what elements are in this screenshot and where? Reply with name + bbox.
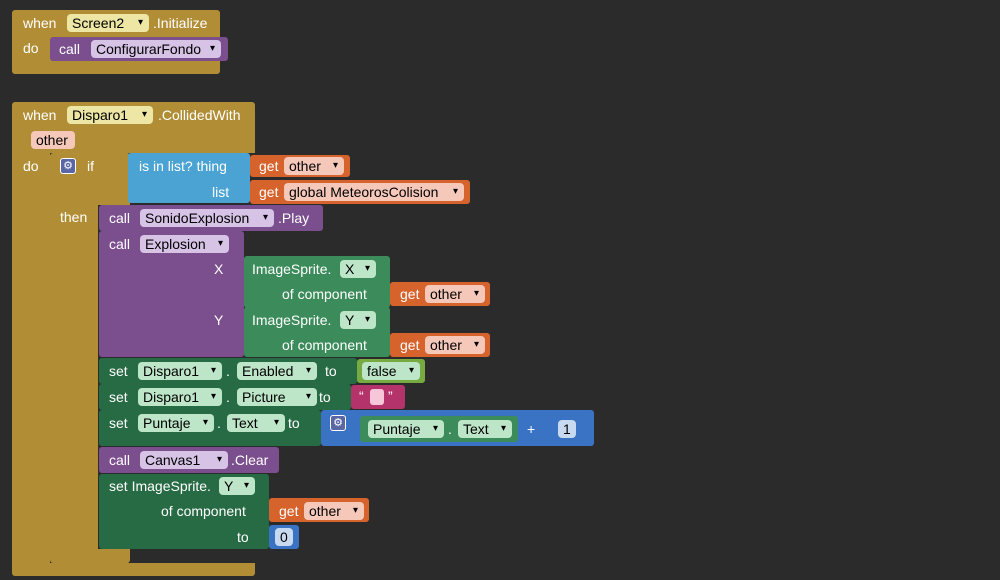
puntaje-component-dropdown[interactable]: Puntaje bbox=[138, 414, 214, 432]
then-label: then bbox=[60, 209, 88, 225]
imagesprite-label: ImageSprite. bbox=[252, 312, 332, 328]
when-label: when bbox=[23, 15, 57, 31]
get-label: get bbox=[279, 503, 299, 519]
get-label: get bbox=[259, 158, 279, 174]
dot-separator: . bbox=[226, 363, 230, 379]
false-value-dropdown[interactable]: false bbox=[362, 362, 420, 380]
disparo1-component-dropdown[interactable]: Disparo1 bbox=[138, 362, 222, 380]
plus-operator: + bbox=[527, 421, 536, 437]
enabled-property-dropdown[interactable]: Enabled bbox=[237, 362, 317, 380]
screen2-component-dropdown[interactable]: Screen2 bbox=[67, 14, 149, 32]
do-label: do bbox=[23, 40, 39, 56]
canvas1-component-dropdown[interactable]: Canvas1 bbox=[140, 451, 228, 469]
to-label: to bbox=[319, 389, 331, 405]
property-x-dropdown[interactable]: X bbox=[340, 260, 376, 278]
imagesprite-label: ImageSprite. bbox=[252, 261, 332, 277]
disparo1-component-dropdown[interactable]: Disparo1 bbox=[138, 388, 222, 406]
set-label: set bbox=[109, 415, 128, 431]
when-label: when bbox=[23, 107, 57, 123]
configurarfondo-procedure-dropdown[interactable]: ConfigurarFondo bbox=[91, 40, 221, 58]
quote-close: ” bbox=[388, 388, 393, 404]
is-in-list-block[interactable] bbox=[128, 153, 250, 203]
other-variable-dropdown[interactable]: other bbox=[425, 336, 485, 354]
property-y-dropdown[interactable]: Y bbox=[219, 477, 255, 495]
call-label: call bbox=[109, 236, 131, 252]
quote-open: “ bbox=[359, 388, 364, 404]
to-label: to bbox=[288, 415, 300, 431]
call-label: call bbox=[59, 41, 81, 57]
to-label: to bbox=[325, 363, 337, 379]
list-label: list bbox=[212, 184, 230, 200]
text-property-dropdown[interactable]: Text bbox=[227, 414, 285, 432]
number-one-field[interactable]: 1 bbox=[558, 420, 576, 438]
dot-separator: . bbox=[217, 415, 221, 431]
other-variable-dropdown[interactable]: other bbox=[304, 502, 364, 520]
get-label: get bbox=[259, 184, 279, 200]
set-label: set bbox=[109, 363, 128, 379]
picture-property-dropdown[interactable]: Picture bbox=[237, 388, 317, 406]
dot-separator: . bbox=[448, 421, 452, 437]
sonidoexplosion-component-dropdown[interactable]: SonidoExplosion bbox=[140, 209, 274, 227]
is-in-list-label: is in list? thing bbox=[139, 158, 227, 174]
call-label: call bbox=[109, 452, 131, 468]
explosion-procedure-dropdown[interactable]: Explosion bbox=[140, 235, 229, 253]
initialize-event-label: .Initialize bbox=[153, 15, 208, 31]
dot-separator: . bbox=[226, 389, 230, 405]
x-argument-label: X bbox=[214, 261, 224, 277]
do-label: do bbox=[23, 158, 39, 174]
other-parameter[interactable]: other bbox=[31, 131, 75, 149]
gear-icon[interactable]: ⚙ bbox=[60, 158, 76, 174]
gear-icon[interactable]: ⚙ bbox=[330, 415, 346, 431]
get-label: get bbox=[400, 337, 420, 353]
of-component-label: of component bbox=[282, 286, 367, 302]
clear-method-label: .Clear bbox=[231, 452, 269, 468]
disparo1-component-dropdown[interactable]: Disparo1 bbox=[67, 106, 153, 124]
set-label: set bbox=[109, 389, 128, 405]
set-imagesprite-label: set ImageSprite. bbox=[109, 478, 211, 494]
call-label: call bbox=[109, 210, 131, 226]
to-label: to bbox=[237, 529, 249, 545]
text-property-dropdown[interactable]: Text bbox=[458, 420, 512, 438]
if-label: if bbox=[87, 158, 94, 174]
get-label: get bbox=[400, 286, 420, 302]
puntaje-component-dropdown[interactable]: Puntaje bbox=[368, 420, 444, 438]
play-method-label: .Play bbox=[278, 210, 310, 226]
property-y-dropdown[interactable]: Y bbox=[340, 311, 376, 329]
other-variable-dropdown[interactable]: other bbox=[284, 157, 344, 175]
of-component-label: of component bbox=[282, 337, 367, 353]
empty-text-field[interactable] bbox=[370, 389, 384, 405]
other-variable-dropdown[interactable]: other bbox=[425, 285, 485, 303]
of-component-label: of component bbox=[161, 503, 246, 519]
collidedwith-event-label: .CollidedWith bbox=[158, 107, 241, 123]
y-argument-label: Y bbox=[214, 312, 224, 328]
number-zero-field[interactable]: 0 bbox=[275, 528, 293, 546]
global-meteoroscolision-dropdown[interactable]: global MeteorosColision bbox=[284, 183, 464, 201]
